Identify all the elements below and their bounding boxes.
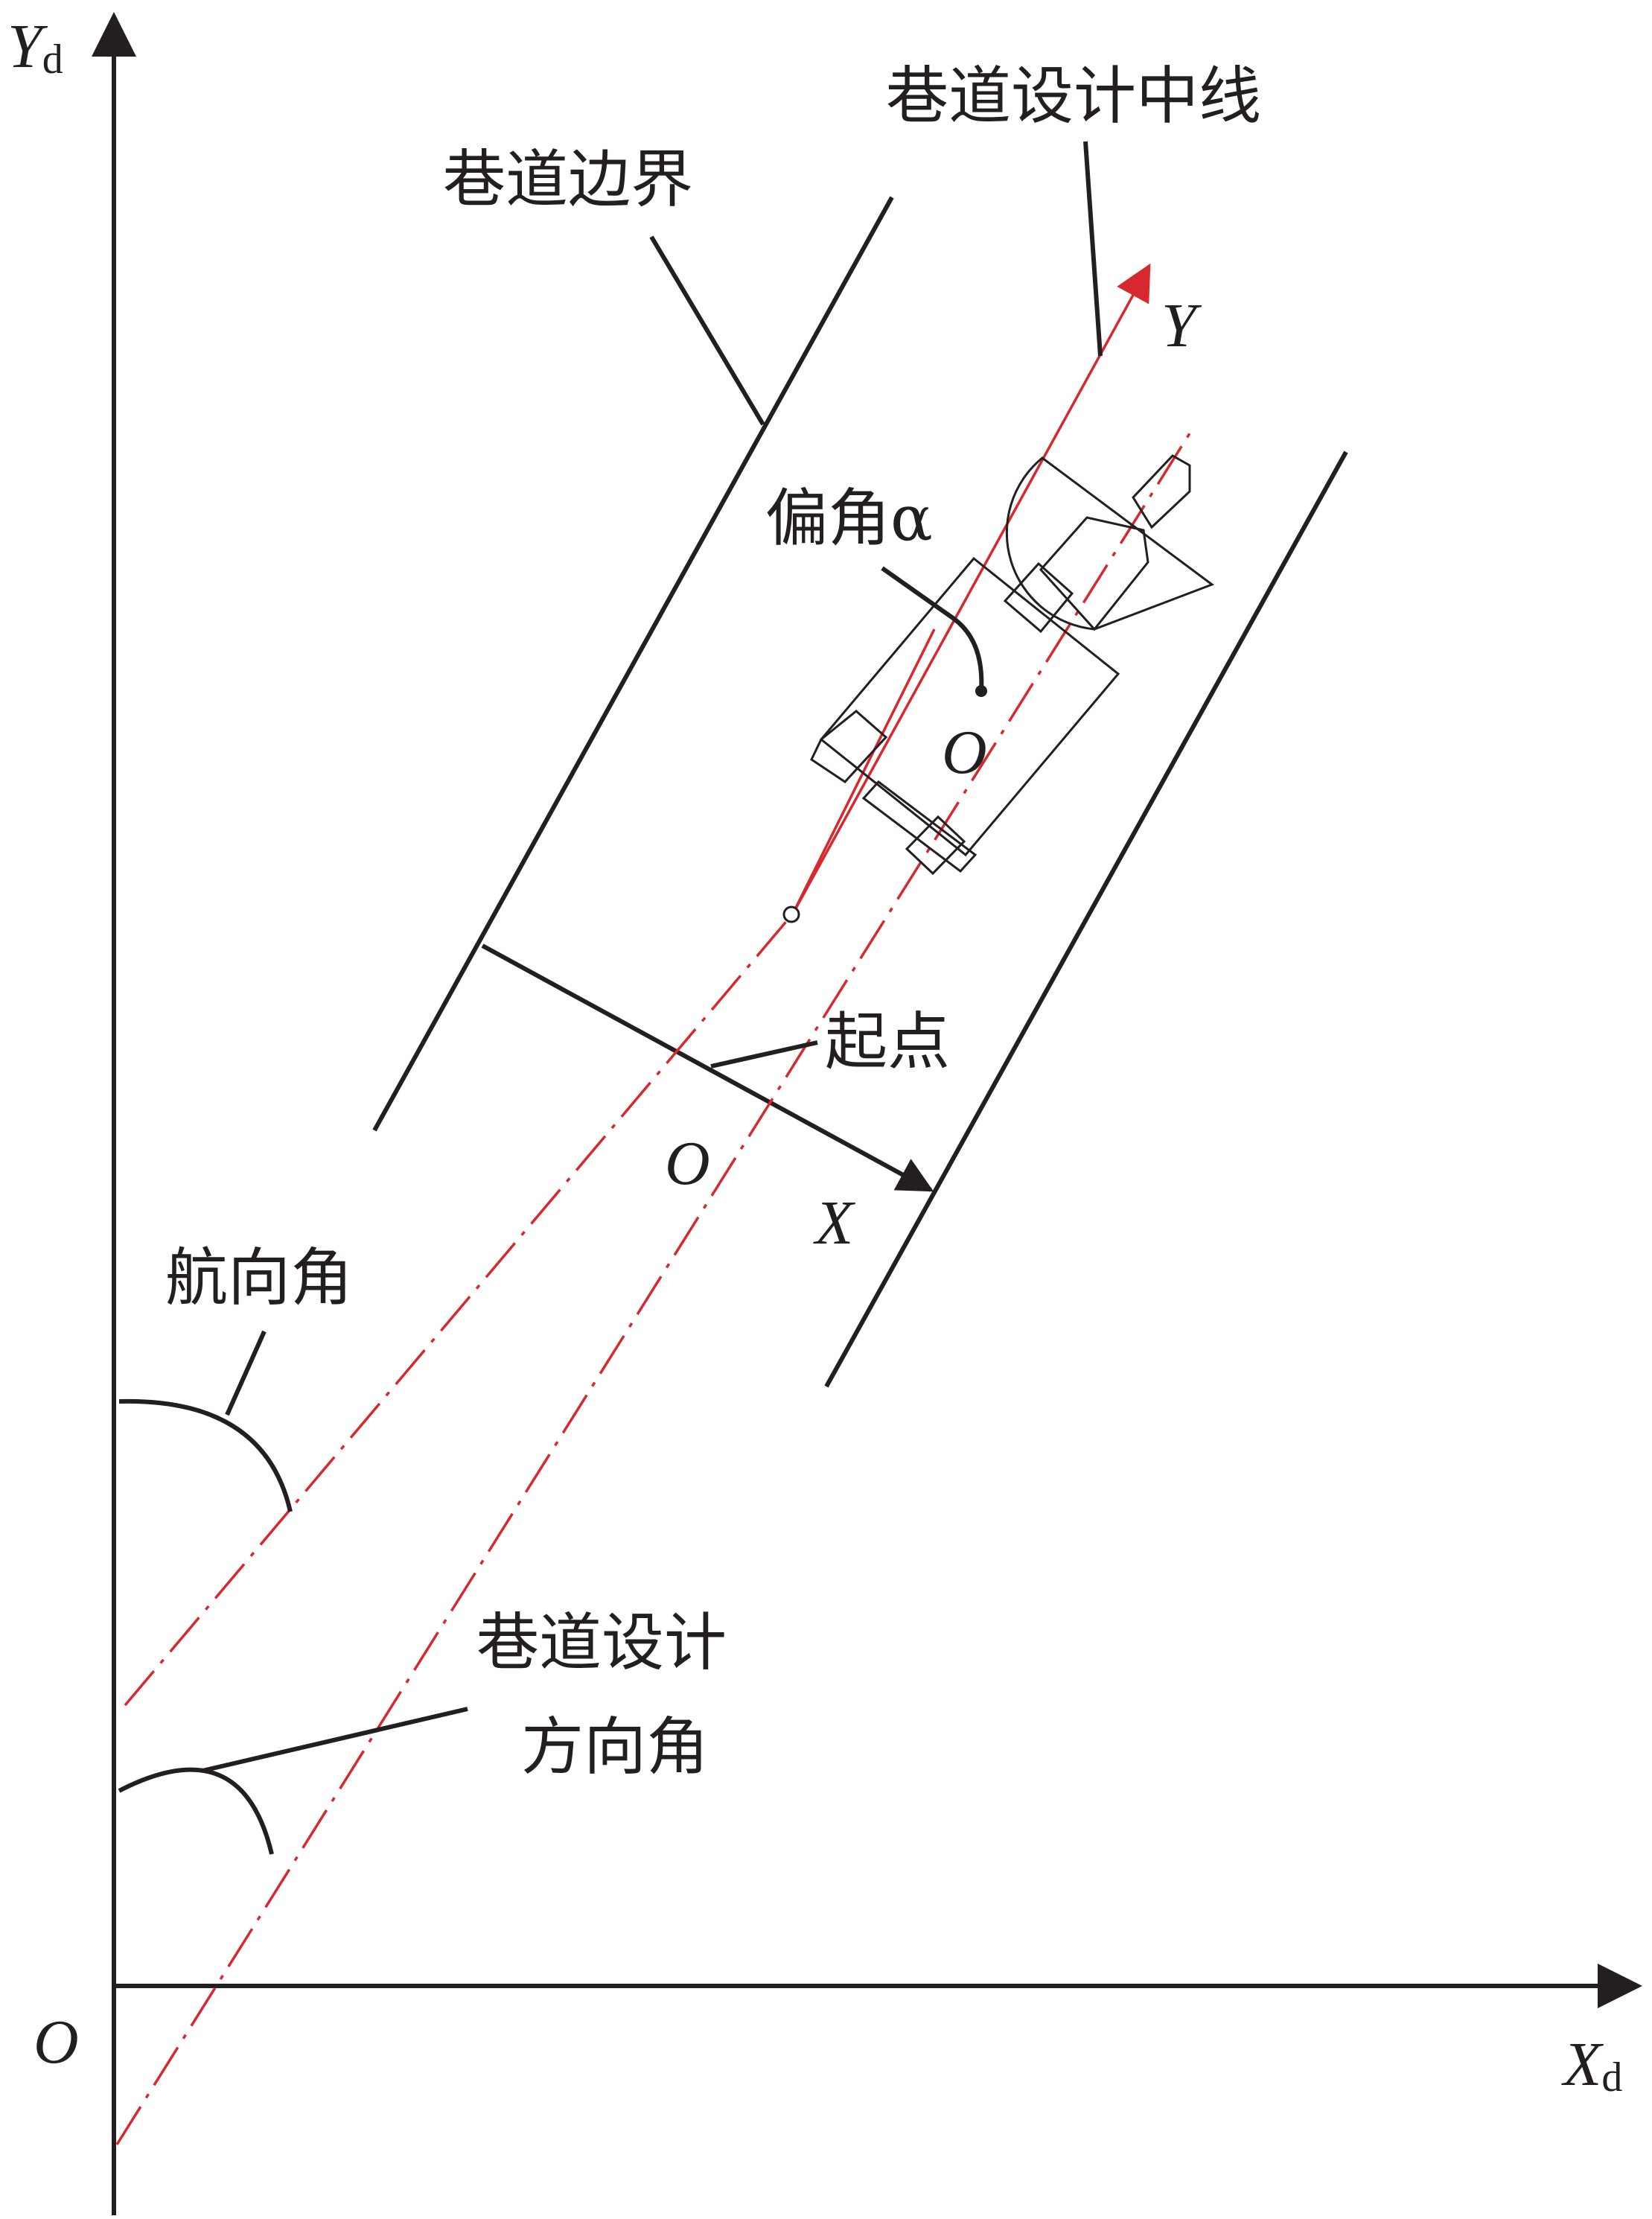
local-y-axis-line — [791, 263, 1151, 914]
deflection-angle-leader — [881, 566, 984, 692]
global-origin-label: O — [34, 2008, 79, 2077]
machine-cutter-arm — [1039, 516, 1149, 631]
yd-axis-label: Yd — [7, 12, 63, 83]
start-origin-label: O — [665, 1129, 710, 1198]
design-direction-angle-leader — [202, 1707, 468, 1773]
roadway-boundary-right — [824, 451, 1348, 1388]
design-direction-angle-arc — [118, 1767, 274, 1855]
machine-rear-plate — [861, 780, 978, 873]
machine-rear-unit — [810, 710, 888, 783]
start-point-label: 起点 — [825, 1005, 950, 1078]
xd-axis-label: Xd — [1561, 2030, 1622, 2101]
roadway-design-centerline — [115, 433, 1191, 2145]
machine-rear-foot — [905, 815, 966, 876]
machine-origin-label: O — [942, 718, 987, 787]
boundary-leader — [649, 235, 765, 426]
local-x-axis-label: X — [813, 1188, 856, 1258]
local-x-axis-line — [481, 943, 934, 1192]
centerline-leader — [1083, 141, 1103, 357]
machine-axis-line — [791, 628, 936, 914]
machine-main-body — [819, 556, 1120, 857]
roadway-centerline-label: 巷道设计中线 — [886, 60, 1261, 133]
heading-angle-label: 航向角 — [165, 1241, 353, 1314]
deflection-angle-label: 偏角α — [765, 482, 933, 555]
start-point-leader — [710, 1040, 818, 1069]
intersection-point — [782, 905, 800, 923]
roadheader-machine — [810, 454, 1215, 876]
machine-cutter-head — [1132, 454, 1191, 529]
heading-angle-arc — [118, 1398, 293, 1512]
local-y-axis-label: Y — [1161, 291, 1202, 360]
heading-line — [124, 912, 794, 1707]
machine-crawler-front — [1003, 561, 1074, 634]
roadway-boundary-left — [372, 196, 894, 1132]
design-direction-angle-label: 巷道设计 方向角 — [476, 1606, 747, 1783]
roadway-boundary-label: 巷道边界 — [443, 143, 693, 216]
heading-angle-leader — [225, 1330, 267, 1416]
machine-cutting-sector — [1005, 456, 1215, 631]
